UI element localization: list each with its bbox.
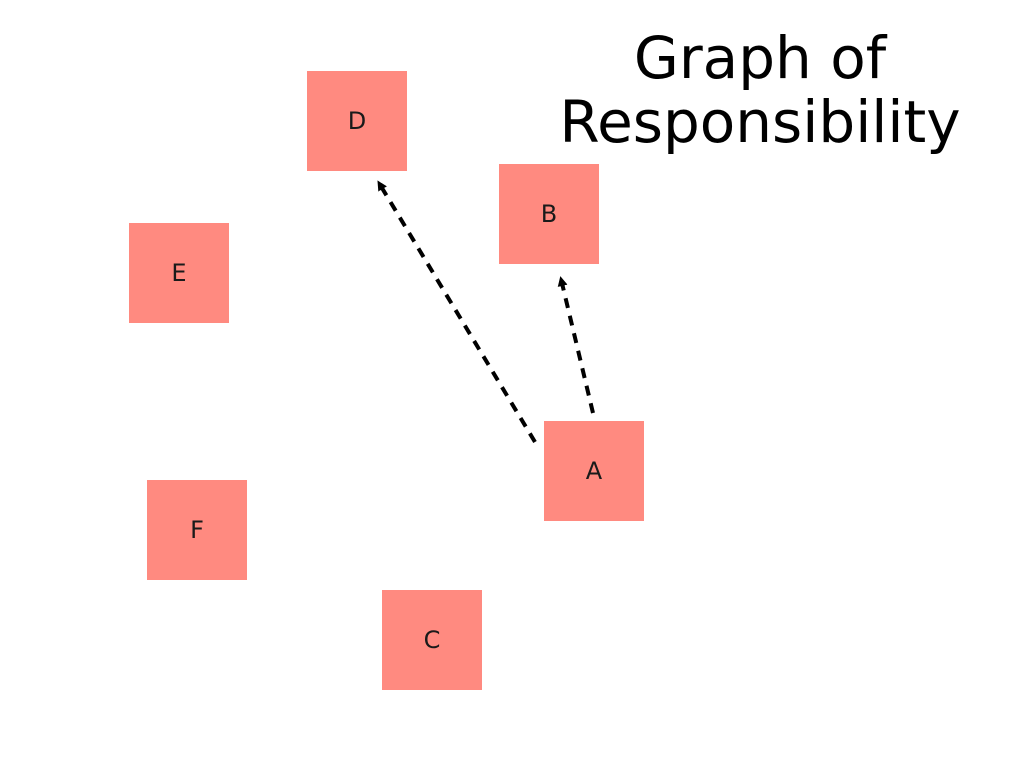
node-b-label: B xyxy=(540,200,558,228)
node-f-label: F xyxy=(190,516,204,544)
node-e[interactable]: E xyxy=(129,223,229,323)
node-e-label: E xyxy=(171,259,187,287)
node-a-label: A xyxy=(585,457,603,485)
node-c[interactable]: C xyxy=(382,590,482,690)
node-f[interactable]: F xyxy=(147,480,247,580)
node-d[interactable]: D xyxy=(307,71,407,171)
node-b[interactable]: B xyxy=(499,164,599,264)
node-c-label: C xyxy=(423,626,441,654)
title-line-2: Responsibility xyxy=(559,88,961,156)
node-a[interactable]: A xyxy=(544,421,644,521)
diagram-title: Graph of Responsibility xyxy=(540,26,980,154)
node-d-label: D xyxy=(347,107,367,135)
edge-a-to-b xyxy=(557,276,595,414)
title-line-1: Graph of xyxy=(633,24,887,92)
